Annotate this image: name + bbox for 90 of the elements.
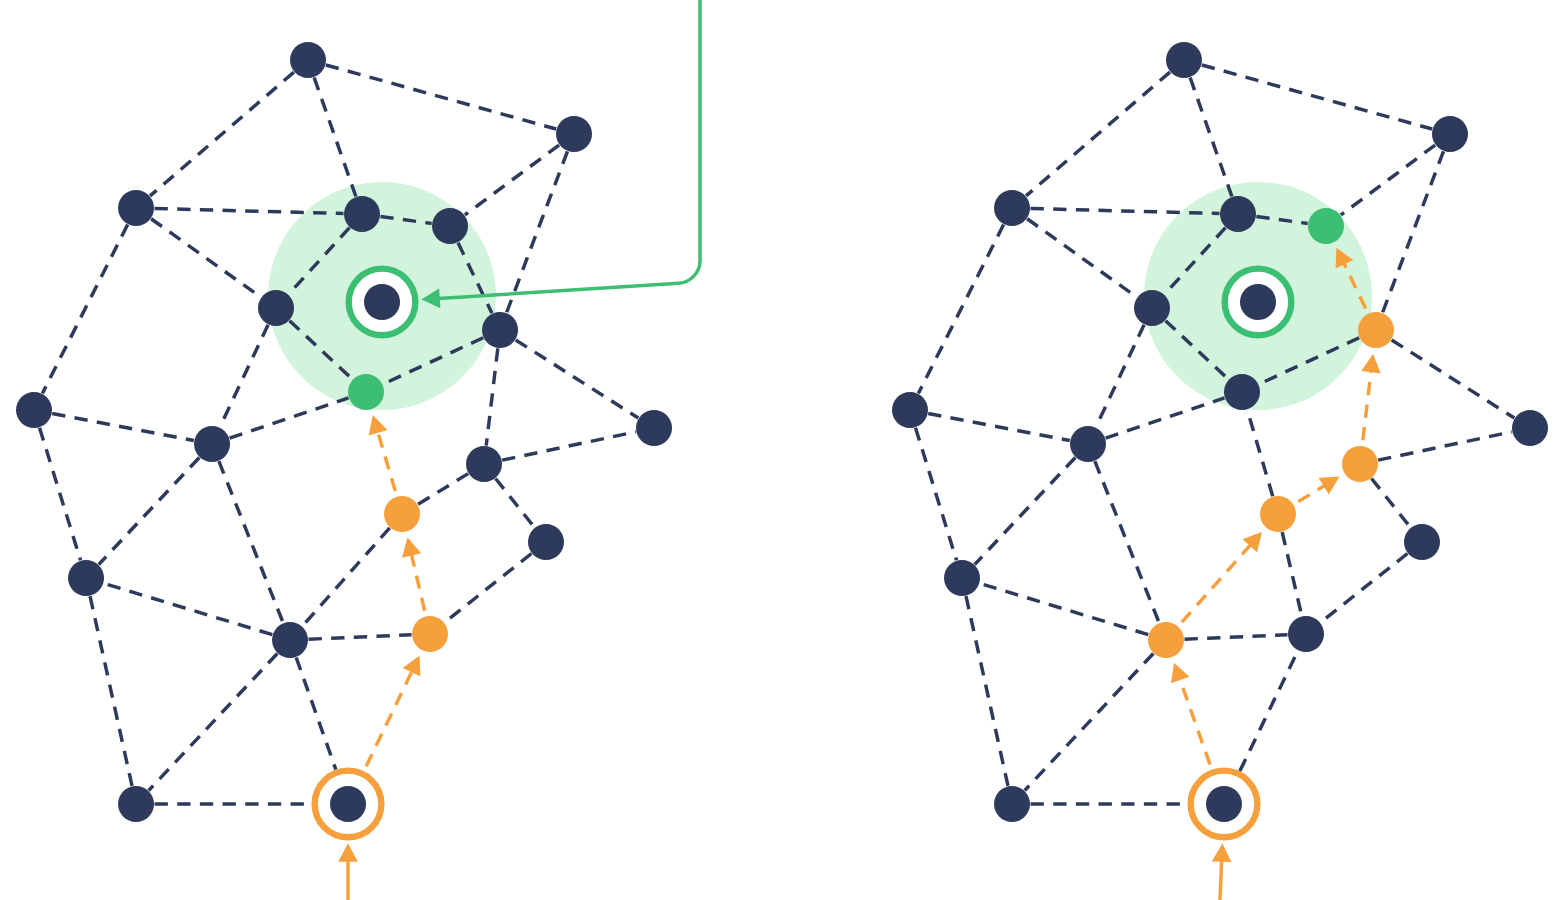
- graph-node: [944, 560, 980, 596]
- connector-line: [1093, 460, 1161, 624]
- connector-line: [1024, 70, 1172, 198]
- graph-node: [1220, 196, 1256, 232]
- graph-node: [344, 196, 380, 232]
- graph-node: [68, 560, 104, 596]
- connector-line: [456, 241, 494, 315]
- connector-line: [1339, 143, 1437, 217]
- connector-line: [1184, 633, 1288, 641]
- connector-line: [1390, 338, 1516, 420]
- connector-line: [916, 223, 1006, 395]
- graph-node: [1224, 374, 1260, 410]
- connector-line: [927, 411, 1071, 443]
- connector-line: [325, 63, 557, 131]
- graph-node: [118, 786, 154, 822]
- connector-line: [1164, 319, 1230, 381]
- goal-node: [1308, 208, 1344, 244]
- graph-node: [1134, 290, 1170, 326]
- connector-line: [294, 656, 338, 771]
- path-node: [412, 616, 448, 652]
- graph-node: [1288, 616, 1324, 652]
- connector-line: [37, 427, 83, 561]
- connector-line: [1370, 477, 1412, 529]
- graph-node: [1070, 426, 1106, 462]
- connector-line: [973, 456, 1077, 566]
- connector-line: [308, 633, 412, 641]
- connector-line: [1105, 396, 1225, 440]
- path-node: [1260, 496, 1296, 532]
- connector-line: [88, 595, 134, 787]
- graph-node: [994, 190, 1030, 226]
- connector-line: [494, 477, 536, 529]
- path-node: [1358, 312, 1394, 348]
- graph-node: [556, 116, 592, 152]
- connector-line: [504, 150, 570, 314]
- graph-node: [432, 208, 468, 244]
- connector-line: [380, 214, 432, 226]
- start-node: [311, 767, 385, 841]
- connector-line: [1030, 206, 1220, 216]
- connector-line: [463, 143, 561, 217]
- graph-node: [994, 786, 1030, 822]
- connector-line: [154, 206, 344, 216]
- connector-line: [148, 70, 296, 198]
- graph-node: [1404, 524, 1440, 560]
- connector-line: [443, 552, 533, 624]
- graph-node: [16, 392, 52, 428]
- connector-line: [979, 581, 1149, 637]
- connector-line: [97, 456, 201, 566]
- connector-line: [147, 652, 279, 792]
- connector-line: [501, 430, 637, 462]
- connector-line: [1280, 531, 1304, 617]
- connector-line: [40, 223, 130, 395]
- connector-line: [312, 76, 358, 198]
- graph-node: [1512, 410, 1548, 446]
- connector-line: [229, 396, 349, 440]
- connector-line: [484, 348, 500, 446]
- graph-node: [482, 312, 518, 348]
- graph-node: [466, 446, 502, 482]
- goal-node: [348, 374, 384, 410]
- graph-node: [272, 622, 308, 658]
- connector-line: [103, 581, 273, 637]
- connector-line: [1377, 430, 1513, 462]
- connector-line: [1023, 652, 1155, 792]
- connector-line: [382, 336, 484, 386]
- connector-line: [514, 338, 640, 420]
- connector-line: [964, 595, 1010, 787]
- graph-node: [290, 42, 326, 78]
- path-node: [1342, 446, 1378, 482]
- path-node: [1148, 622, 1184, 658]
- graph-node: [636, 410, 672, 446]
- connector-line: [288, 319, 354, 381]
- connector-line: [51, 411, 195, 443]
- connector-line: [1201, 63, 1433, 131]
- path-node: [384, 496, 420, 532]
- connector-line: [1256, 214, 1308, 226]
- connector-line: [416, 472, 470, 506]
- graph-node: [528, 524, 564, 560]
- connector-line: [1188, 76, 1234, 198]
- connector-line: [913, 427, 959, 561]
- graph-node: [1432, 116, 1468, 152]
- graph-node: [258, 290, 294, 326]
- connector-line: [1319, 552, 1409, 624]
- graph-node: [118, 190, 154, 226]
- graph-node: [194, 426, 230, 462]
- graph-node: [1166, 42, 1202, 78]
- connector-line: [301, 526, 391, 628]
- connector-line: [217, 460, 285, 624]
- start-node: [1187, 767, 1261, 841]
- graph-node: [892, 392, 928, 428]
- connector-line: [1380, 150, 1446, 314]
- connector-line: [1258, 336, 1360, 386]
